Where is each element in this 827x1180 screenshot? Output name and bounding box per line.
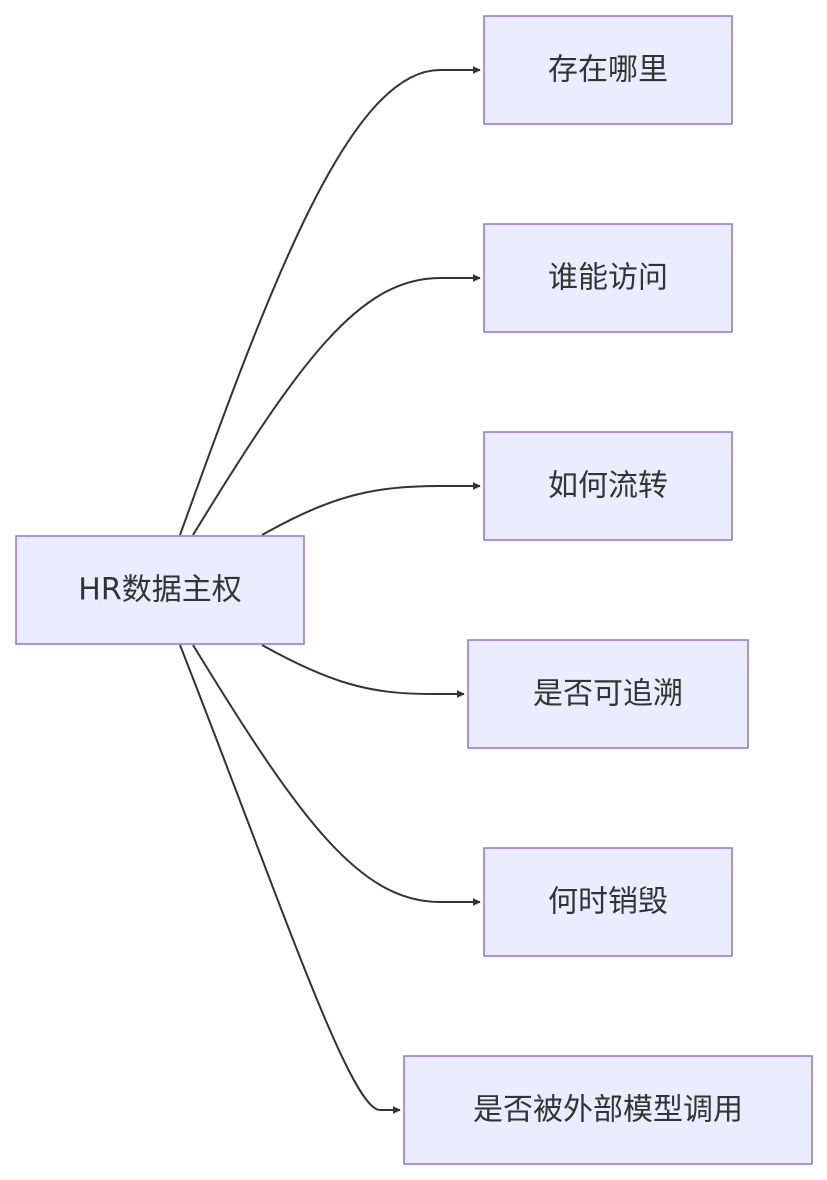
node-c1[interactable]: 存在哪里 (483, 15, 733, 125)
node-c6-label: 是否被外部模型调用 (473, 1093, 743, 1128)
edges (179, 66, 481, 1114)
node-c2[interactable]: 谁能访问 (483, 223, 733, 333)
node-c3-label: 如何流转 (548, 469, 668, 504)
node-c5[interactable]: 何时销毁 (483, 847, 733, 957)
node-c1-label: 存在哪里 (548, 53, 668, 88)
node-root-label: HR数据主权 (78, 573, 241, 608)
node-c2-label: 谁能访问 (548, 261, 668, 296)
edge-root-to-c4 (261, 644, 465, 698)
edge-root-to-c5 (192, 644, 481, 906)
node-root[interactable]: HR数据主权 (15, 535, 305, 645)
node-c4-label: 是否可追溯 (533, 677, 683, 712)
node-c3[interactable]: 如何流转 (483, 431, 733, 541)
node-c4[interactable]: 是否可追溯 (467, 639, 749, 749)
edge-root-to-c3 (261, 482, 481, 536)
edge-root-to-c2 (192, 274, 481, 536)
node-c6[interactable]: 是否被外部模型调用 (403, 1055, 813, 1165)
node-c5-label: 何时销毁 (548, 885, 668, 920)
edge-root-to-c1 (179, 66, 481, 536)
edge-root-to-c6 (179, 644, 401, 1114)
